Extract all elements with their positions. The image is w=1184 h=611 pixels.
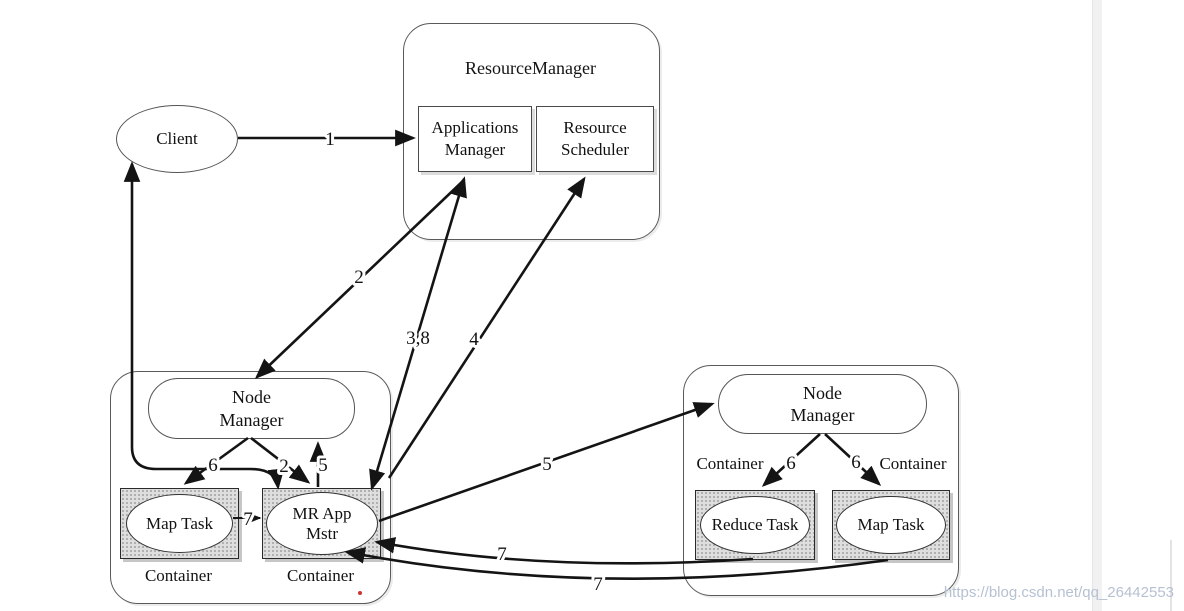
node-manager-right-label: Node Manager bbox=[790, 382, 855, 426]
page-scan-edge-line bbox=[1170, 540, 1172, 611]
csdn-watermark: https://blog.csdn.net/qq_26442553 bbox=[943, 584, 1174, 601]
node-manager-left: Node Manager bbox=[148, 378, 355, 439]
resource-scheduler-label: Resource Scheduler bbox=[561, 117, 629, 159]
arrow-label-7-lower: 7 bbox=[593, 574, 603, 595]
client-label: Client bbox=[156, 129, 198, 149]
arrow-label-5-long: 5 bbox=[542, 454, 552, 475]
container-label-right-1: Container bbox=[696, 454, 764, 473]
page-scan-edge-band bbox=[1092, 0, 1102, 611]
map-task-left-label: Map Task bbox=[146, 513, 213, 533]
arrow-label-7-upper: 7 bbox=[497, 544, 507, 565]
container-label-right-2: Container bbox=[879, 454, 947, 473]
map-task-node-left: Map Task bbox=[126, 494, 233, 553]
arrow-5-app-mstr-to-right-nm bbox=[378, 402, 715, 523]
red-dot-artifact bbox=[358, 591, 362, 595]
node-manager-right: Node Manager bbox=[718, 374, 927, 434]
applications-manager-box: Applications Manager bbox=[418, 106, 532, 172]
mr-app-mstr-node: MR App Mstr bbox=[266, 492, 378, 555]
arrow-label-4: 4 bbox=[469, 329, 479, 350]
reduce-task-label: Reduce Task bbox=[711, 515, 799, 535]
resource-manager-title: ResourceManager bbox=[465, 58, 596, 78]
node-manager-left-label: Node Manager bbox=[219, 387, 284, 430]
mr-app-mstr-label: MR App Mstr bbox=[292, 503, 352, 543]
map-task-node-right: Map Task bbox=[836, 496, 946, 554]
map-task-right-label: Map Task bbox=[857, 515, 925, 535]
applications-manager-label: Applications Manager bbox=[431, 117, 519, 159]
arrow-label-3-8: 3,8 bbox=[406, 328, 430, 349]
container-label-left-1: Container bbox=[144, 566, 213, 585]
arrow-label-1: 1 bbox=[325, 129, 335, 150]
arrow-label-2: 2 bbox=[354, 267, 364, 288]
reduce-task-node: Reduce Task bbox=[700, 496, 810, 554]
resource-scheduler-box: Resource Scheduler bbox=[536, 106, 654, 172]
client-node: Client bbox=[116, 105, 238, 173]
container-label-left-2: Container bbox=[286, 566, 355, 585]
